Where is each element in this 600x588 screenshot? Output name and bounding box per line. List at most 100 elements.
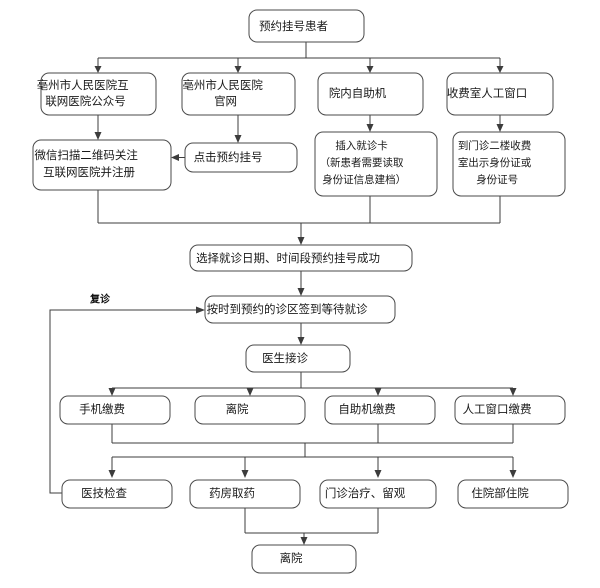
- node-exam-line-0: 医技检查: [81, 486, 127, 500]
- svg-text:亳州市人民医院互 联网医院公众号: 亳州市人民医院互 联网医院公众号: [37, 78, 161, 108]
- node-booking-success[interactable]: 选择就诊日期、时间段预约挂号成功: [189, 244, 413, 272]
- node-pay-kiosk-shape[interactable]: [324, 395, 436, 425]
- node-pharmacy[interactable]: 药房取药: [189, 479, 301, 509]
- node-wechat-scan-register-line-1: 互联网医院并注册: [43, 165, 135, 179]
- arrow-to-pay-kiosk: [374, 388, 382, 396]
- svg-text:医生接诊: 医生接诊: [262, 351, 334, 365]
- node-insert-card-shape[interactable]: [314, 131, 438, 197]
- edge-service-bus: [111, 456, 514, 472]
- arrow-to-pharmacy: [241, 470, 249, 478]
- node-channel-wechat-shape[interactable]: [40, 72, 157, 116]
- edge-label-revisit: 复诊: [89, 292, 111, 305]
- node-pharmacy-line-0: 药房取药: [209, 487, 255, 500]
- node-start-shape[interactable]: [248, 9, 365, 43]
- node-outpatient-treatment[interactable]: 门诊治疗、留观: [319, 479, 437, 509]
- node-leave-early[interactable]: 离院: [194, 395, 306, 425]
- svg-text:点击预约挂号: 点击预约挂号: [194, 150, 289, 164]
- arrow-to-final-leave: [300, 537, 308, 545]
- node-channel-website-line-1: 官网: [214, 94, 237, 108]
- node-outpatient-treatment-line-0: 门诊治疗、留观: [325, 486, 406, 500]
- edge-to-final-leave: [244, 508, 379, 539]
- node-insert-card[interactable]: 插入就诊卡 （新患者需要读取 身份证信息建档）: [314, 131, 438, 197]
- node-channel-kiosk-line-0: 院内自助机: [329, 86, 387, 100]
- svg-text:离院: 离院: [280, 551, 329, 565]
- arrow-to-inpatient: [509, 470, 517, 478]
- node-pay-counter-shape[interactable]: [454, 395, 566, 425]
- node-channel-kiosk[interactable]: 院内自助机: [317, 72, 424, 116]
- node-pay-mobile[interactable]: 手机缴费: [59, 395, 171, 425]
- svg-text:人工窗口缴费: 人工窗口缴费: [463, 402, 558, 416]
- node-show-id-line-1: 室出示身份证或: [458, 156, 532, 169]
- svg-text:收费室人工窗口: 收费室人工窗口: [447, 86, 553, 100]
- arrow-revisit-into-checkin: [196, 306, 205, 314]
- node-leave-final-shape[interactable]: [251, 544, 357, 574]
- node-show-id-line-0: 到门诊二楼收费: [458, 139, 532, 152]
- arrow-website-to-click: [234, 135, 242, 143]
- svg-text:住院部住院: 住院部住院: [471, 486, 554, 500]
- svg-text:到门诊二楼收费 室出示身份证或: 到门诊二楼收费 室出示身份证或 身份证号: [458, 139, 560, 186]
- node-insert-card-line-0: 插入就诊卡: [335, 139, 388, 152]
- node-outpatient-treatment-shape[interactable]: [319, 479, 437, 509]
- svg-text:自助机缴费: 自助机缴费: [338, 402, 421, 416]
- node-channel-website-shape[interactable]: [181, 72, 296, 116]
- node-pay-counter[interactable]: 人工窗口缴费: [454, 395, 566, 425]
- node-channel-website[interactable]: 亳州市人民医院 官网: [181, 72, 296, 116]
- node-start[interactable]: 预约挂号患者: [248, 9, 365, 43]
- node-show-id[interactable]: 到门诊二楼收费 室出示身份证或 身份证号: [452, 131, 566, 197]
- node-inpatient-line-0: 住院部住院: [471, 486, 529, 500]
- svg-text:插入就诊卡 （新患者需要读取: 插入就诊卡 （新患者需要读取 身份证信息建档）: [320, 139, 433, 186]
- svg-text:亳州市人民医院 官网: 亳州市人民医院 官网: [182, 78, 294, 108]
- node-inpatient-shape[interactable]: [457, 479, 569, 509]
- edges-layer: 复诊: [49, 42, 517, 545]
- node-channel-counter-shape[interactable]: [446, 72, 554, 116]
- arrow-kiosk-to-card: [366, 124, 374, 132]
- node-start-line-0: 预约挂号患者: [259, 19, 328, 33]
- node-show-id-shape[interactable]: [452, 131, 566, 197]
- node-checkin-shape[interactable]: [204, 295, 396, 324]
- edge-revisit-loop: [49, 309, 197, 494]
- node-checkin[interactable]: 按时到预约的诊区签到等待就诊: [204, 295, 396, 324]
- edge-pay-merge: [111, 424, 514, 457]
- node-insert-card-line-2: 身份证信息建档）: [322, 173, 406, 186]
- svg-text:按时到预约的诊区签到等待就诊: 按时到预约的诊区签到等待就诊: [207, 302, 394, 316]
- arrow-to-channel-website: [234, 66, 242, 73]
- arrow-merge-to-booking: [297, 237, 305, 245]
- node-click-booking-shape[interactable]: [184, 142, 298, 173]
- node-doctor-visit-line-0: 医生接诊: [262, 351, 308, 365]
- svg-text:手机缴费: 手机缴费: [79, 402, 151, 416]
- arrow-to-pay-counter: [509, 388, 517, 396]
- node-booking-success-shape[interactable]: [189, 244, 413, 272]
- node-channel-wechat[interactable]: 亳州市人民医院互 联网医院公众号: [37, 72, 161, 116]
- svg-text:药房取药: 药房取药: [209, 487, 281, 500]
- node-pay-kiosk-line-0: 自助机缴费: [338, 402, 396, 416]
- node-exam[interactable]: 医技检查: [61, 479, 173, 509]
- node-channel-kiosk-shape[interactable]: [317, 72, 424, 116]
- arrow-wechat-to-scan: [94, 132, 102, 140]
- arrow-to-pay-mobile: [108, 388, 116, 396]
- svg-text:门诊治疗、留观: 门诊治疗、留观: [325, 486, 431, 500]
- node-wechat-scan-register[interactable]: 微信扫描二维码关注 互联网医院并注册: [32, 139, 172, 191]
- node-pharmacy-shape[interactable]: [189, 479, 301, 509]
- arrow-click-to-scan: [171, 154, 179, 161]
- node-leave-early-shape[interactable]: [194, 395, 306, 425]
- node-pay-mobile-line-0: 手机缴费: [79, 402, 125, 416]
- node-click-booking[interactable]: 点击预约挂号: [184, 142, 298, 173]
- arrow-to-channel-wechat: [94, 66, 102, 73]
- node-channel-wechat-line-1: 联网医院公众号: [45, 94, 126, 108]
- node-exam-shape[interactable]: [61, 479, 173, 509]
- node-channel-counter[interactable]: 收费室人工窗口: [446, 72, 554, 116]
- arrow-counter-to-showid: [496, 124, 504, 132]
- node-inpatient[interactable]: 住院部住院: [457, 479, 569, 509]
- node-pay-counter-line-0: 人工窗口缴费: [463, 402, 532, 416]
- node-show-id-line-2: 身份证号: [476, 173, 518, 186]
- node-wechat-scan-register-shape[interactable]: [32, 139, 172, 191]
- svg-text:预约挂号患者: 预约挂号患者: [259, 19, 354, 33]
- node-doctor-visit-shape[interactable]: [245, 344, 351, 373]
- svg-text:医技检查: 医技检查: [81, 486, 153, 500]
- node-leave-final[interactable]: 离院: [251, 544, 357, 574]
- node-pay-mobile-shape[interactable]: [59, 395, 171, 425]
- node-doctor-visit[interactable]: 医生接诊: [245, 344, 351, 373]
- edge-doctor-to-paybus: [111, 372, 514, 392]
- node-pay-kiosk[interactable]: 自助机缴费: [324, 395, 436, 425]
